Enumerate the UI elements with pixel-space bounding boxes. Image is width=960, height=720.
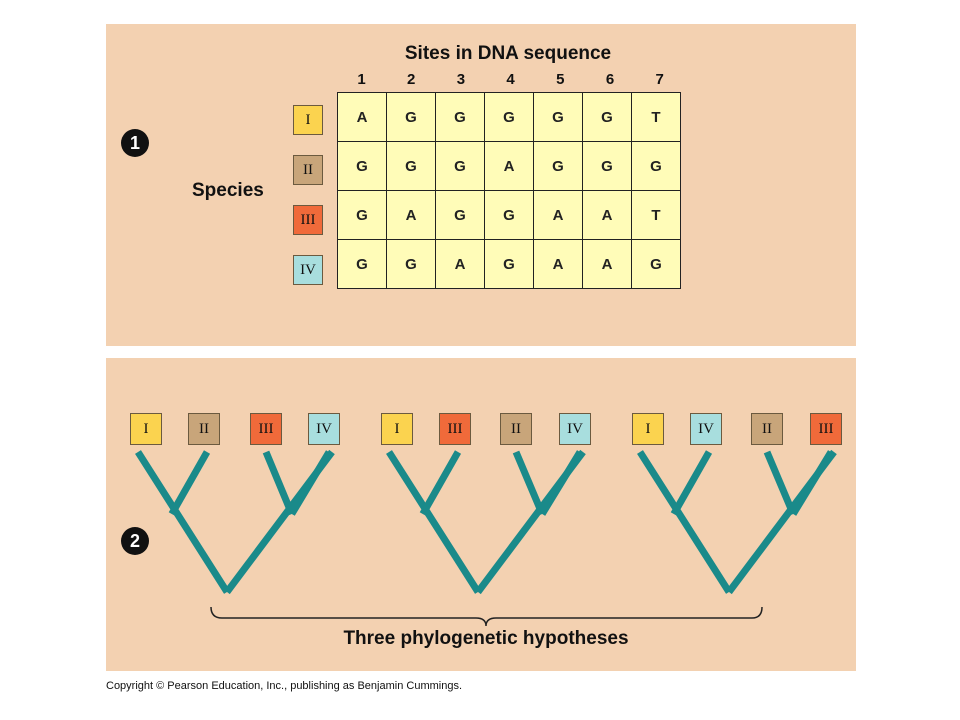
site-number: 4 (506, 71, 515, 88)
base-cell: G (533, 92, 583, 142)
base-cell: G (435, 141, 485, 191)
species-label: Species (192, 180, 264, 201)
tree-branch (135, 450, 230, 594)
tree-branch (637, 450, 732, 594)
site-number: 1 (357, 71, 366, 88)
base-cell: G (533, 141, 583, 191)
species-tag: I (293, 105, 323, 135)
hypotheses-bracket (210, 606, 763, 627)
tree-leaf-tag: III (439, 413, 471, 445)
tree-branch (262, 450, 296, 516)
hypotheses-caption: Three phylogenetic hypotheses (343, 628, 629, 649)
site-number: 5 (556, 71, 565, 88)
species-tag: III (293, 205, 323, 235)
tree-branch (790, 450, 834, 516)
tree-leaf-tag: IV (690, 413, 722, 445)
tree-leaf-tag: I (632, 413, 664, 445)
base-cell: A (337, 92, 387, 142)
base-cell: G (631, 141, 681, 191)
tree-leaf-tag: IV (308, 413, 340, 445)
step-2-marker: 2 (121, 527, 149, 555)
base-cell: A (386, 190, 436, 240)
species-tag: IV (293, 255, 323, 285)
base-cell: A (533, 239, 583, 289)
base-cell: T (631, 190, 681, 240)
copyright-notice: Copyright © Pearson Education, Inc., pub… (106, 680, 463, 692)
species-tag: II (293, 155, 323, 185)
tree-branch (763, 450, 797, 516)
base-cell: G (631, 239, 681, 289)
base-cell: A (484, 141, 534, 191)
tree-branch (168, 450, 211, 516)
site-number: 2 (407, 71, 416, 88)
tree-branch (670, 450, 713, 516)
tree-leaf-tag: IV (559, 413, 591, 445)
tree-branch (288, 450, 333, 516)
site-number: 6 (605, 71, 615, 88)
base-cell: G (484, 239, 534, 289)
step-1-marker: 1 (121, 129, 149, 157)
tree-leaf-tag: II (188, 413, 220, 445)
tree-leaf-tag: I (130, 413, 162, 445)
tree-leaf-tag: II (751, 413, 783, 445)
tree-leaf-tag: I (381, 413, 413, 445)
base-cell: G (435, 190, 485, 240)
site-number: 7 (655, 71, 664, 88)
base-cell: A (582, 190, 632, 240)
site-number: 3 (456, 71, 466, 88)
tree-branch (539, 450, 583, 516)
sequence-title: Sites in DNA sequence (404, 43, 612, 64)
base-cell: G (484, 92, 534, 142)
tree-leaf-tag: III (250, 413, 282, 445)
tree-leaf-tag: III (810, 413, 842, 445)
tree-branch (419, 450, 462, 516)
base-cell: A (533, 190, 583, 240)
tree-branch (386, 450, 481, 594)
base-cell: G (386, 141, 436, 191)
base-cell: A (582, 239, 632, 289)
tree-leaf-tag: II (500, 413, 532, 445)
tree-branch (512, 450, 546, 516)
base-cell: G (337, 190, 387, 240)
